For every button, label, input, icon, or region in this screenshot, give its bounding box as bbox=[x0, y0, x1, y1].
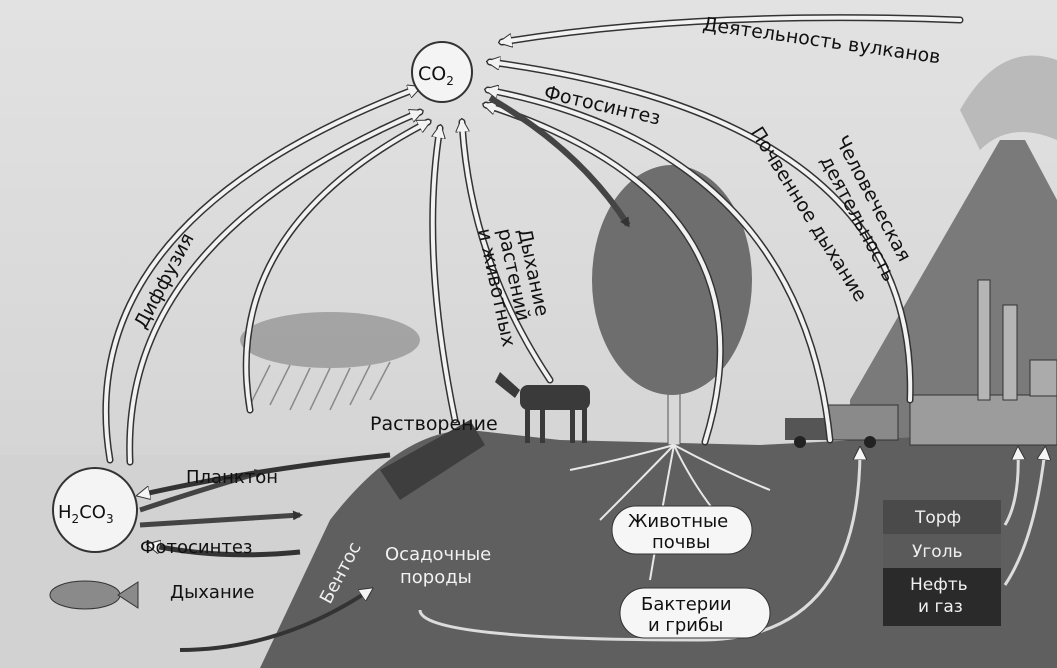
label-bacteria-2: и грибы bbox=[648, 615, 723, 636]
label-photosynthesis-water: Фотосинтез bbox=[140, 537, 253, 558]
bacteria-node bbox=[619, 587, 771, 639]
arrow-sediments bbox=[179, 590, 370, 652]
label-bacteria-1: Бактерии bbox=[641, 594, 732, 615]
co2-node bbox=[411, 41, 473, 103]
arrow-photosynthesis-water bbox=[139, 510, 303, 528]
tree-crown bbox=[592, 165, 752, 395]
arrows-water-light bbox=[140, 452, 391, 558]
volcano-smoke bbox=[960, 55, 1057, 150]
label-coal: Уголь bbox=[912, 542, 963, 562]
co2-label: CO2 bbox=[418, 63, 454, 88]
label-respiration-water: Дыхание bbox=[170, 582, 255, 603]
h2co3-node bbox=[52, 467, 138, 553]
oil-gas-layer bbox=[883, 568, 1001, 626]
label-oil-2: и газ bbox=[918, 597, 963, 617]
arrow-fossil-loop bbox=[418, 450, 860, 642]
peat-layer bbox=[883, 500, 1001, 534]
arrow-photosynthesis-top bbox=[488, 95, 631, 228]
label-dissolution: Растворение bbox=[370, 413, 498, 435]
arrows-fossil-up bbox=[1003, 450, 1045, 586]
soil-animals-node bbox=[611, 505, 753, 555]
arrow-respiration-water bbox=[150, 545, 301, 558]
label-plankton: Планктон bbox=[186, 467, 278, 488]
label-soil-animals-1: Животные bbox=[628, 511, 728, 532]
label-soil-animals-2: почвы bbox=[652, 532, 710, 553]
rock-layers bbox=[380, 420, 485, 500]
truck bbox=[785, 404, 899, 448]
arrow-dissolution-to-water bbox=[140, 452, 391, 495]
label-oil-1: Нефть bbox=[910, 575, 968, 595]
arrows-to-co2-inner bbox=[104, 15, 962, 464]
label-peat: Торф bbox=[914, 508, 961, 528]
moose bbox=[495, 372, 590, 443]
fish bbox=[49, 580, 121, 610]
coal-layer bbox=[883, 534, 1001, 568]
h2co3-label: H2CO3 bbox=[58, 502, 114, 526]
factory bbox=[909, 279, 1057, 446]
fish-tail bbox=[117, 581, 139, 609]
label-sediments-1: Осадочные bbox=[385, 544, 491, 565]
label-sediments-2: породы bbox=[400, 567, 472, 588]
rain-cloud bbox=[240, 312, 420, 368]
rain-streaks bbox=[249, 361, 391, 411]
